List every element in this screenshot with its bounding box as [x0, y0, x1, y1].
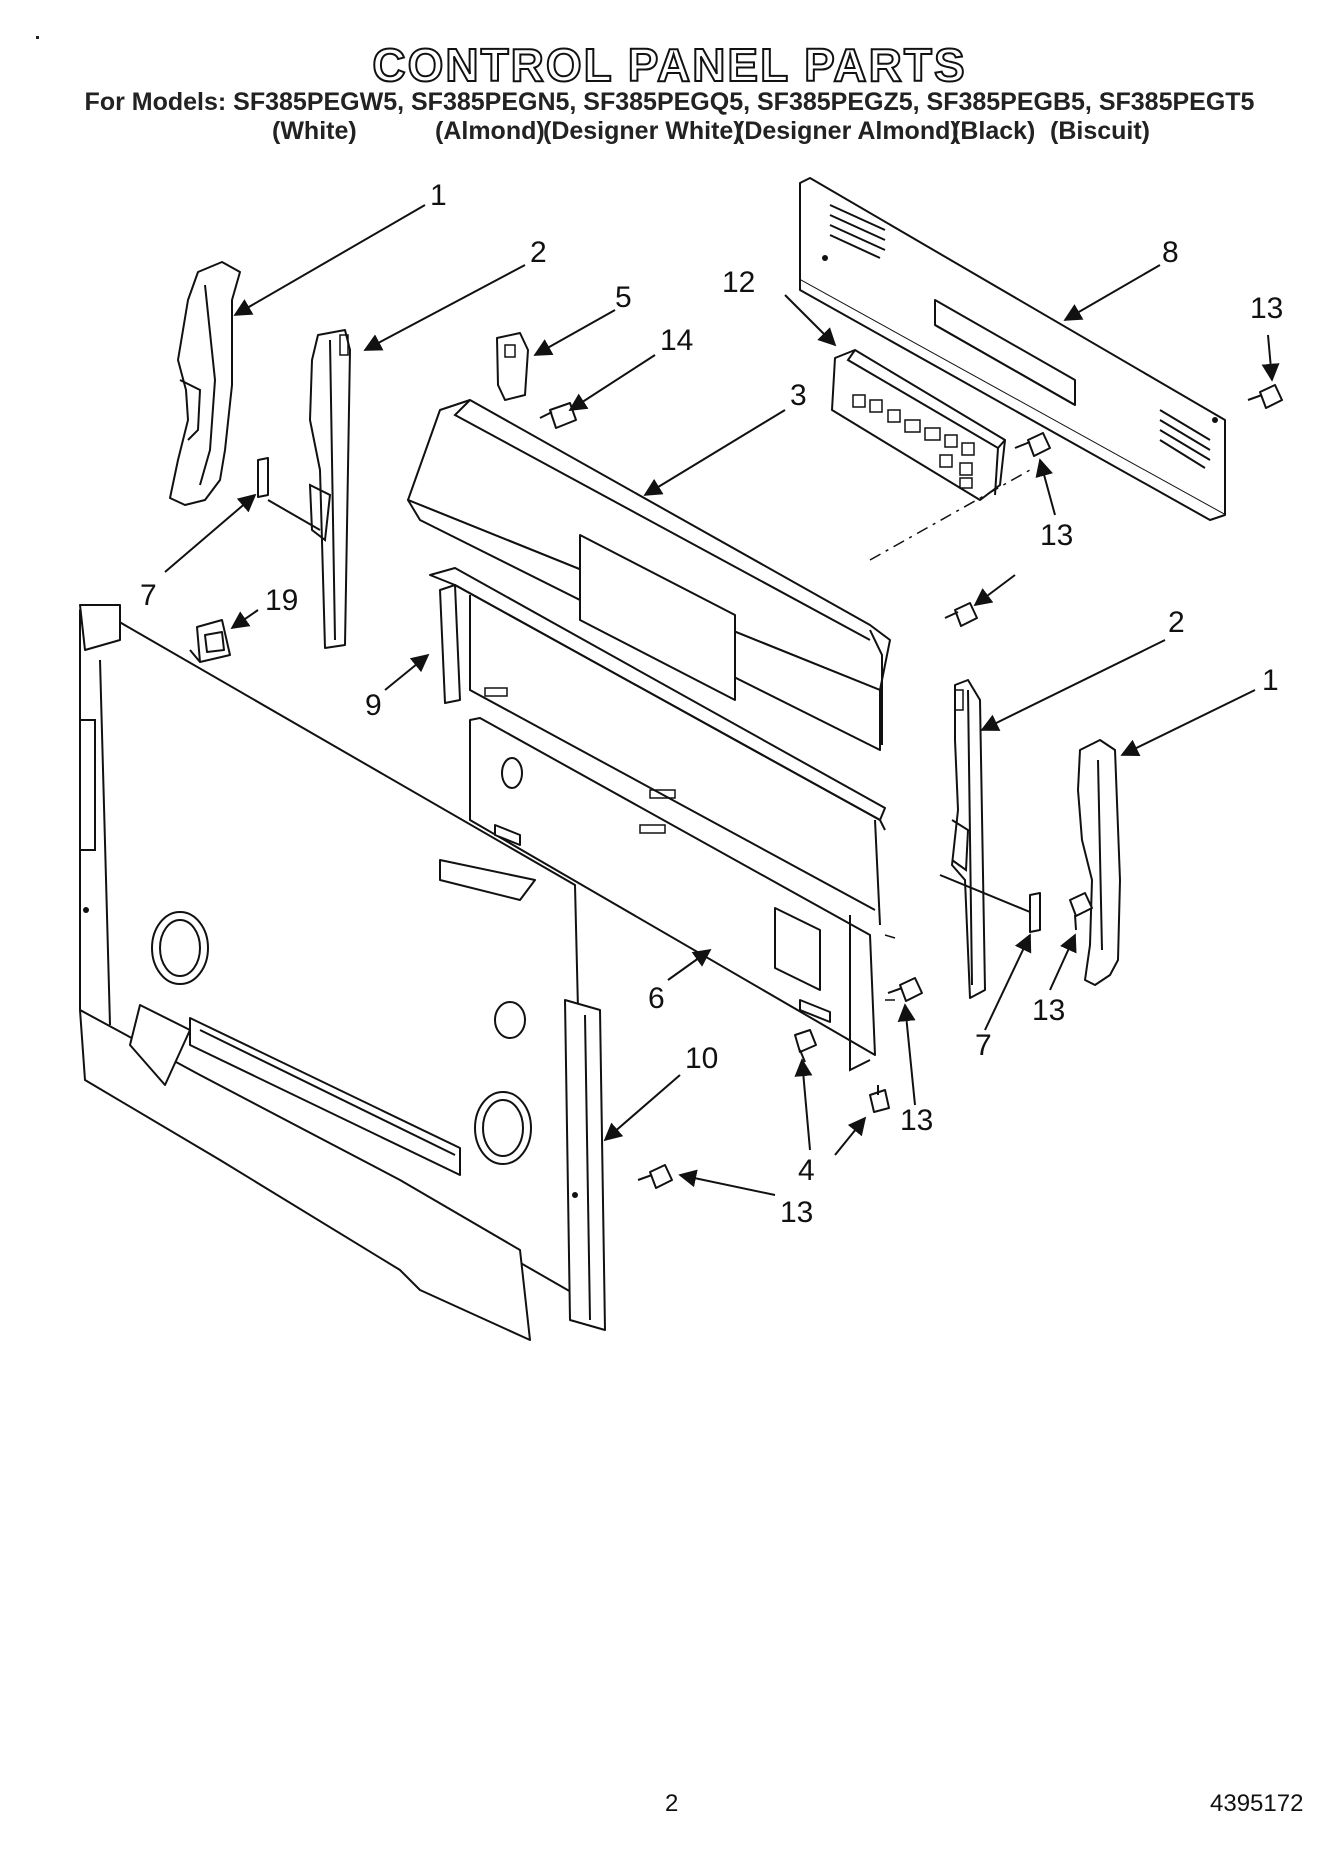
screw-13-bottom [637, 1164, 673, 1189]
screw-13-top-right [1247, 384, 1283, 409]
callout-7-right: 7 [975, 1029, 992, 1062]
callout-2-right: 2 [1168, 606, 1185, 639]
screw-13-control [1014, 432, 1051, 457]
callout-14: 14 [660, 324, 693, 357]
callout-2-left: 2 [530, 236, 547, 269]
part-5-switch [496, 332, 529, 401]
callout-13-right: 13 [1032, 994, 1065, 1027]
part-2-right-side-bracket [951, 679, 986, 999]
document-number: 4395172 [1210, 1790, 1304, 1817]
screw-13-mid [944, 602, 978, 627]
callouts: 1 2 5 14 12 3 8 13 13 7 19 9 2 1 6 7 13 … [140, 179, 1283, 1229]
part-7-right-bracket [939, 874, 1041, 933]
part-6-lower-panel [469, 717, 876, 1072]
screw-13-lower [887, 977, 923, 1002]
part-1-right-end-cap [1077, 739, 1121, 986]
color-designer-almond: (Designer Almond) [736, 117, 959, 145]
stray-mark [36, 36, 39, 39]
callout-9: 9 [365, 689, 382, 722]
color-black: (Black) [952, 117, 1036, 145]
page-number: 2 [665, 1790, 679, 1817]
page-title: CONTROL PANEL PARTS [371, 38, 967, 92]
callout-1-right: 1 [1262, 664, 1279, 697]
screw-4-left [794, 1029, 817, 1063]
callout-8: 8 [1162, 236, 1179, 269]
callout-1-left: 1 [430, 179, 447, 212]
part-9-trim-bracket [429, 567, 886, 926]
screw-13-right-cap [1069, 892, 1093, 931]
callout-5: 5 [615, 281, 632, 314]
part-2-left-side-bracket [308, 329, 351, 649]
color-designer-white: (Designer White) [543, 117, 742, 145]
callout-13-bottom: 13 [780, 1196, 813, 1229]
leader-lines [164, 204, 1280, 1196]
color-white: (White) [272, 117, 357, 145]
part-8-backguard-panel [799, 177, 1226, 521]
part-12-electronic-control [831, 349, 1006, 501]
screw-4-right [869, 1085, 890, 1113]
callout-7-left: 7 [140, 579, 157, 612]
part-7-left-bracket [257, 457, 321, 531]
callout-13-top: 13 [1250, 292, 1283, 325]
callout-6: 6 [648, 982, 665, 1015]
models-line: For Models: SF385PEGW5, SF385PEGN5, SF38… [84, 88, 1255, 116]
part-10-lower-panel [79, 604, 606, 1341]
callout-4: 4 [798, 1154, 815, 1187]
callout-13-lower: 13 [900, 1104, 933, 1137]
callout-3: 3 [790, 379, 807, 412]
part-14-screw [539, 402, 577, 429]
part-1-left-end-cap [169, 261, 241, 506]
color-almond: (Almond) [435, 117, 545, 145]
color-biscuit: (Biscuit) [1050, 117, 1150, 145]
callout-13-control: 13 [1040, 519, 1073, 552]
callout-12: 12 [722, 266, 755, 299]
callout-10: 10 [685, 1042, 718, 1075]
callout-19: 19 [265, 584, 298, 617]
part-19-clip [189, 619, 231, 663]
part-3-control-panel-housing [407, 399, 891, 751]
